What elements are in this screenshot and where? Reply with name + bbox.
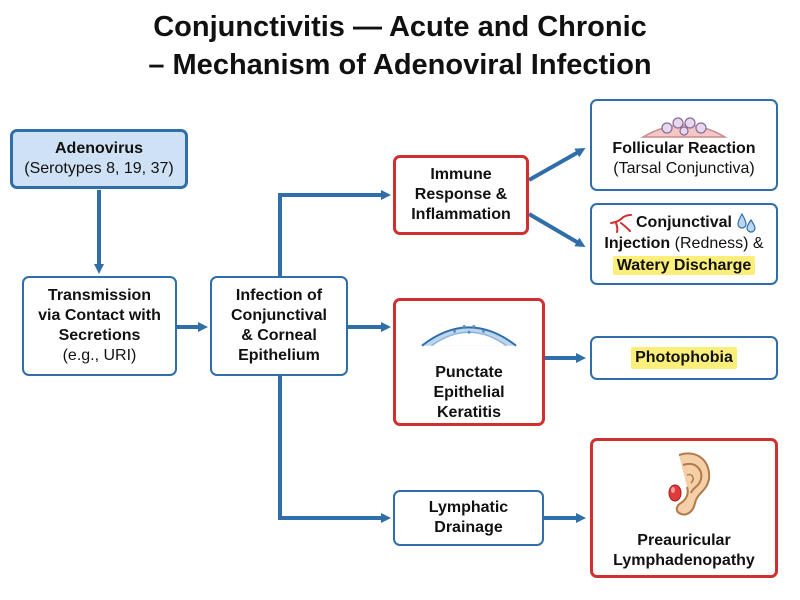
node-follicular-reaction: Follicular Reaction (Tarsal Conjunctiva) <box>590 99 778 191</box>
watery-discharge-highlight: Watery Discharge <box>612 256 756 275</box>
arrow-immune-to-follicular <box>528 148 586 182</box>
immune-line-1: Immune <box>430 166 492 183</box>
node-transmission: Transmission via Contact with Secretions… <box>22 276 177 376</box>
node-infection: Infection of Conjunctival & Corneal Epit… <box>210 276 348 376</box>
arrow-immune-to-injection <box>527 212 586 248</box>
keratitis-line-2: Epithelial <box>433 384 505 401</box>
follicular-title: Follicular Reaction <box>612 140 756 157</box>
keratitis-line-3: Keratitis <box>436 404 502 421</box>
node-immune-response: Immune Response & Inflammation <box>393 155 529 235</box>
adenovirus-title: Adenovirus <box>54 140 143 157</box>
node-conjunctival-injection: Conjunctival Injection (Redness) & Water… <box>590 203 778 285</box>
infection-line-4: Epithelium <box>238 347 320 364</box>
node-adenovirus: Adenovirus (Serotypes 8, 19, 37) <box>10 129 188 189</box>
transmission-line-1: Transmission <box>47 287 152 304</box>
lymphatic-line-2: Drainage <box>434 519 503 536</box>
infection-line-1: Infection of <box>235 287 323 304</box>
blood-vessel-icon <box>609 214 632 233</box>
injection-title: Conjunctival <box>635 214 732 231</box>
water-drop-icon <box>737 212 756 233</box>
adenovirus-subtitle: (Serotypes 8, 19, 37) <box>24 160 174 177</box>
node-lymphatic-drainage: Lymphatic Drainage <box>393 490 544 546</box>
injection-line2-bold: Injection <box>604 235 671 252</box>
node-photophobia: Photophobia <box>590 336 778 380</box>
immune-line-2: Response & <box>414 186 508 203</box>
transmission-line-3: Secretions <box>58 327 141 344</box>
follicular-subtitle: (Tarsal Conjunctiva) <box>613 160 755 177</box>
title-line-2: – Mechanism of Adenoviral Infection <box>148 49 652 81</box>
lymphadenopathy-line-2: Lymphadenopathy <box>613 552 755 569</box>
cornea-icon <box>421 325 517 347</box>
photophobia-label: Photophobia <box>631 347 737 369</box>
injection-line2-normal: (Redness) & <box>674 235 764 252</box>
page-title: Conjunctivitis — Acute and Chronic – Mec… <box>0 8 800 84</box>
node-lymphadenopathy: Preauricular Lymphadenopathy <box>590 438 778 578</box>
node-keratitis: Punctate Epithelial Keratitis <box>393 298 545 426</box>
lymphatic-line-1: Lymphatic <box>428 499 509 516</box>
transmission-line-2: via Contact with <box>38 307 161 324</box>
infection-line-3: & Corneal <box>241 327 317 344</box>
immune-line-3: Inflammation <box>411 206 511 223</box>
keratitis-line-1: Punctate <box>435 364 503 381</box>
lymphadenopathy-line-1: Preauricular <box>637 532 731 549</box>
ear-icon <box>668 452 711 516</box>
infection-line-2: Conjunctival <box>230 307 327 324</box>
follicles-icon <box>640 117 728 138</box>
transmission-line-4: (e.g., URI) <box>62 347 137 364</box>
title-line-1: Conjunctivitis — Acute and Chronic <box>153 11 647 43</box>
